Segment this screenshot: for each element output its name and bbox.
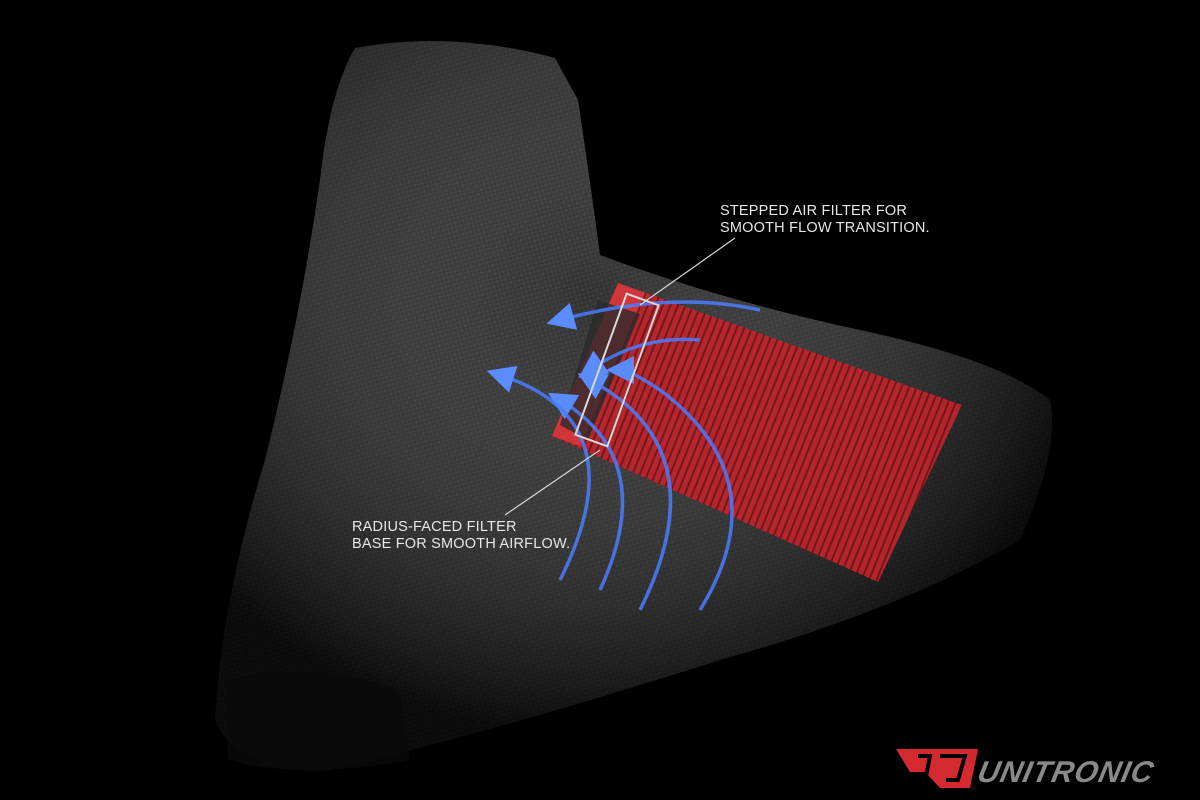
callout-text-line: BASE FOR SMOOTH AIRFLOW. [352,536,571,552]
callout-text-line: RADIUS-FACED FILTER [352,519,517,535]
unitronic-logo-mark [896,749,978,788]
intake-opening [225,672,410,770]
callout-text-line: SMOOTH FLOW TRANSITION. [720,220,930,236]
callout-stepped-filter: STEPPED AIR FILTER FOR SMOOTH FLOW TRANS… [720,203,930,237]
callout-text-line: STEPPED AIR FILTER FOR [720,203,908,219]
callout-radius-base: RADIUS-FACED FILTER BASE FOR SMOOTH AIRF… [352,519,570,553]
callout-lines [504,237,736,516]
unitronic-logo-text: UNITRONIC [974,756,1158,789]
